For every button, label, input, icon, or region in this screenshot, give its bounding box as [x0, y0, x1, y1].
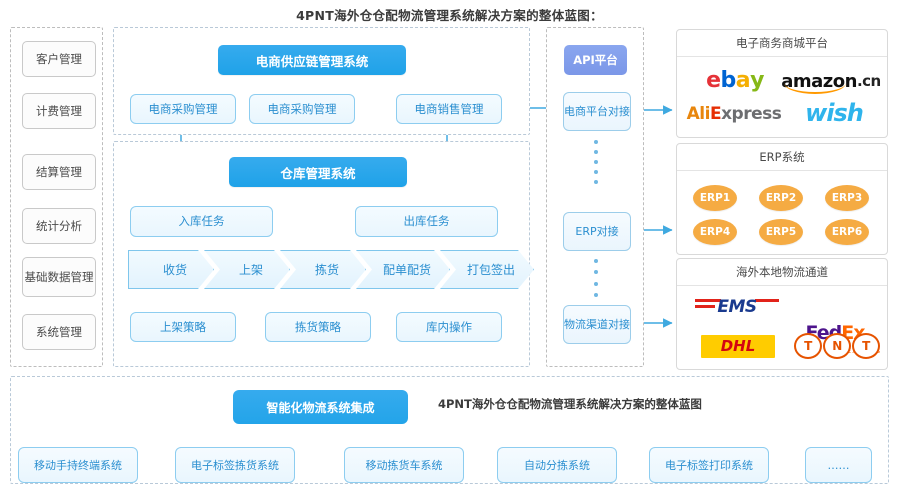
bottom-item-tag-picking[interactable]: 电子标签拣货系统 [175, 447, 295, 483]
ems-logo: EMS [693, 294, 781, 320]
api-platform-box[interactable]: API平台 [564, 45, 627, 75]
process-step-putaway[interactable]: 上架 [204, 250, 290, 289]
supply-chain-header: 电商供应链管理系统 [218, 45, 406, 75]
bottom-item-tag-printing[interactable]: 电子标签打印系统 [649, 447, 769, 483]
process-step-sort-label: 配单配货 [382, 263, 431, 277]
process-step-pick[interactable]: 拣货 [280, 250, 366, 289]
in-warehouse-ops-box[interactable]: 库内操作 [396, 312, 502, 342]
process-step-sort[interactable]: 配单配货 [356, 250, 450, 289]
sidebar-item-statistics[interactable]: 统计分析 [22, 208, 96, 244]
amazon-logo: amazon.cn [781, 67, 881, 95]
ecom-purchase-box-2[interactable]: 电商采购管理 [249, 94, 355, 124]
erp-item-3[interactable]: ERP3 [825, 185, 869, 211]
dotted-connector-1 [594, 140, 598, 184]
erp-item-2[interactable]: ERP2 [759, 185, 803, 211]
bottom-item-auto-sorting[interactable]: 自动分拣系统 [497, 447, 617, 483]
bottom-note: 4PNT海外仓仓配物流管理系统解决方案的整体蓝图 [438, 397, 702, 411]
dhl-logo: DHL [695, 332, 781, 360]
warehouse-panel: 仓库管理系统 入库任务 出库任务 收货 上架 拣货 配单配货 打包签出 上架策略… [113, 141, 530, 367]
process-step-pick-label: 拣货 [314, 263, 339, 277]
supply-chain-panel: 电商供应链管理系统 电商采购管理 电商采购管理 电商销售管理 [113, 27, 530, 135]
page-title: 4PNT海外仓仓配物流管理系统解决方案的整体蓝图： [296, 8, 603, 23]
wish-logo: wish [805, 99, 864, 127]
erp-item-5[interactable]: ERP5 [759, 219, 803, 245]
putaway-strategy-box[interactable]: 上架策略 [130, 312, 236, 342]
ecom-sales-box[interactable]: 电商销售管理 [396, 94, 502, 124]
process-step-receive[interactable]: 收货 [128, 250, 214, 289]
bottom-item-pick-cart[interactable]: 移动拣货车系统 [344, 447, 464, 483]
erp-system-card: ERP系统 ERP1 ERP2 ERP3 ERP4 ERP5 ERP6 [676, 143, 888, 255]
picking-strategy-box[interactable]: 拣货策略 [265, 312, 371, 342]
process-step-putaway-label: 上架 [238, 263, 263, 277]
bottom-item-more[interactable]: …… [805, 447, 872, 483]
sidebar-item-settlement[interactable]: 结算管理 [22, 154, 96, 190]
sidebar-panel: 客户管理 计费管理 结算管理 统计分析 基础数据管理 系统管理 [10, 27, 103, 367]
bottom-item-handheld[interactable]: 移动手持终端系统 [18, 447, 138, 483]
erp-item-6[interactable]: ERP6 [825, 219, 869, 245]
smart-logistics-header: 智能化物流系统集成 [233, 390, 408, 424]
sidebar-item-system[interactable]: 系统管理 [22, 314, 96, 350]
sidebar-item-billing[interactable]: 计费管理 [22, 93, 96, 129]
erp-connector[interactable]: ERP对接 [563, 212, 631, 251]
process-step-pack-label: 打包签出 [466, 263, 515, 277]
process-step-receive-label: 收货 [162, 263, 187, 277]
erp-item-4[interactable]: ERP4 [693, 219, 737, 245]
sidebar-item-customer[interactable]: 客户管理 [22, 41, 96, 77]
wms-header: 仓库管理系统 [229, 157, 407, 187]
erp-item-1[interactable]: ERP1 [693, 185, 737, 211]
logistics-card-title: 海外本地物流通道 [677, 259, 887, 286]
erp-card-title: ERP系统 [677, 144, 887, 171]
ecom-platform-connector[interactable]: 电商平台对接 [563, 92, 631, 131]
ecommerce-card-title: 电子商务商城平台 [677, 30, 887, 57]
ecom-purchase-box-1[interactable]: 电商采购管理 [130, 94, 236, 124]
outbound-task-box[interactable]: 出库任务 [355, 206, 498, 237]
inbound-task-box[interactable]: 入库任务 [130, 206, 273, 237]
process-step-pack[interactable]: 打包签出 [440, 250, 534, 289]
dotted-connector-2 [594, 259, 598, 297]
logistics-connector[interactable]: 物流渠道对接 [563, 305, 631, 344]
sidebar-item-basic-data[interactable]: 基础数据管理 [22, 257, 96, 297]
